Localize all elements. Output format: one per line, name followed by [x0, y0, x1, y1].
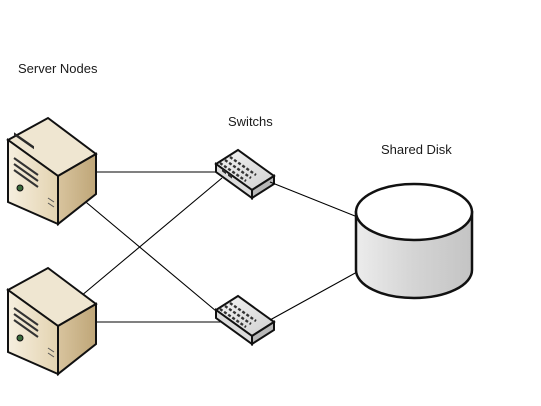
server-node-2: [6, 266, 98, 377]
server-node-1: [6, 116, 98, 227]
network-switch-icon: [214, 294, 276, 346]
server-tower-icon: [6, 116, 98, 227]
switches-label: Switchs: [228, 114, 273, 129]
disk-cylinder-icon: [354, 182, 474, 300]
switch-2: [214, 294, 276, 346]
shared-disk-label: Shared Disk: [381, 142, 452, 157]
server-tower-icon: [6, 266, 98, 377]
network-switch-icon: [214, 148, 276, 200]
switch-1: [214, 148, 276, 200]
shared-disk: [354, 182, 474, 300]
server-nodes-label: Server Nodes: [18, 61, 98, 76]
